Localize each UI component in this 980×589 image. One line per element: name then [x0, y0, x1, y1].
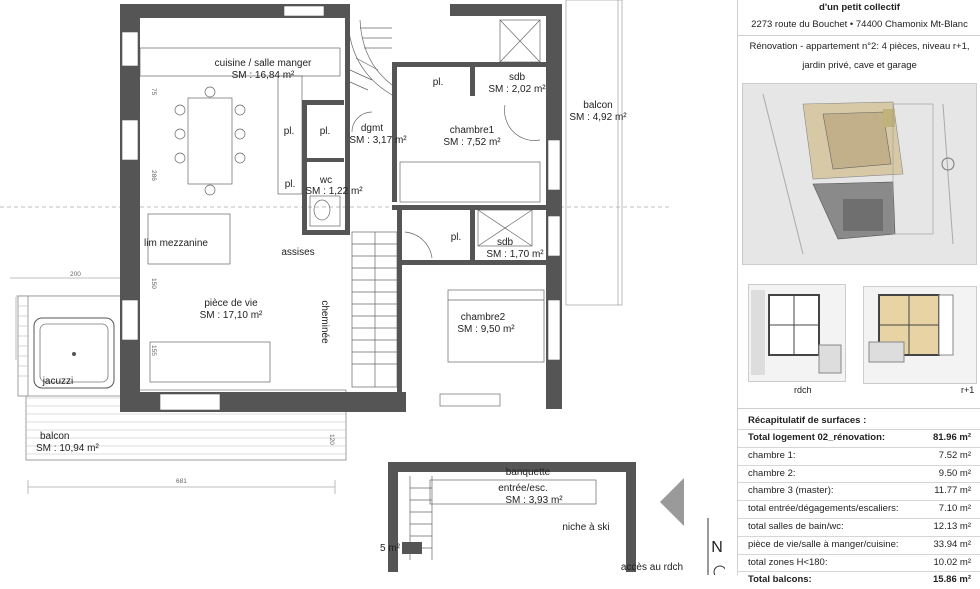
summary-row-label: Total logement 02_rénovation:: [748, 432, 886, 443]
summary-row: chambre 1: 7.52 m²: [738, 446, 980, 465]
header-line-4: jardin privé, cave et garage: [802, 60, 917, 71]
summary-row: chambre 2: 9.50 m²: [738, 464, 980, 483]
north-label: N: [711, 539, 723, 556]
summary-row-value: 10.02 m²: [933, 556, 972, 568]
site-plan-image: [742, 83, 977, 265]
header-line-3: Rénovation - appartement n°2: 4 pièces, …: [749, 41, 970, 52]
summary-row-label: total salles de bain/wc:: [748, 520, 844, 532]
area-wc: SM : 1,22 m²: [305, 186, 363, 197]
label-chambre2: chambre2: [461, 312, 506, 323]
area-sdb-2: SM : 1,70 m²: [486, 249, 544, 260]
area-chambre1: SM : 7,52 m²: [443, 137, 501, 148]
label-lim-mezzanine: lim mezzanine: [144, 238, 208, 249]
area-balcon-sud: SM : 10,94 m²: [36, 443, 99, 454]
dim-200: 200: [70, 271, 81, 278]
label-assises: assises: [281, 247, 314, 258]
summary-row-label: chambre 2:: [748, 467, 796, 479]
summary-row-value: 12.13 m²: [933, 520, 972, 532]
summary-title: Récapitulatif de surfaces :: [748, 415, 867, 426]
dim-155: 155: [150, 345, 157, 356]
area-balcon-est: SM : 4,92 m²: [569, 112, 627, 123]
label-pl-a: pl.: [284, 126, 295, 137]
summary-row-label: total zones H<180:: [748, 556, 828, 568]
floor-plan: cuisine / salle manger SM : 16,84 m² pl.…: [0, 0, 725, 575]
label-entree: entrée/esc.: [498, 483, 547, 494]
summary-row: Total logement 02_rénovation: 81.96 m²: [738, 429, 980, 447]
summary-row: total entrée/dégagements/escaliers: 7.10 …: [738, 500, 980, 518]
summary-row-value: 7.52 m²: [938, 449, 971, 461]
dim-286: 286: [150, 170, 157, 181]
summary-row-label: chambre 3 (master):: [748, 485, 834, 497]
label-cuisine: cuisine / salle manger: [215, 58, 312, 69]
summary-row: total zones H<180: 10.02 m²: [738, 553, 980, 572]
dim-150: 150: [150, 278, 157, 289]
label-area-fragment: 5 m²: [380, 543, 401, 554]
label-pl-1: pl.: [433, 77, 444, 88]
dim-681: 681: [176, 478, 187, 485]
summary-row-value: 81.96 m²: [932, 432, 971, 443]
summary-row-value: 9.50 m²: [938, 467, 971, 479]
info-panel: d'un petit collectif 2273 route du Bouch…: [737, 0, 980, 585]
label-wc: wc: [319, 175, 332, 186]
header-line-2: 2273 route du Bouchet • 74400 Chamonix M…: [751, 19, 968, 30]
thumbnail-r1: [863, 286, 977, 384]
label-sdb-2: sdb: [497, 237, 514, 248]
area-piece-de-vie: SM : 17,10 m²: [200, 310, 263, 321]
label-pl-d: pl.: [451, 232, 462, 243]
label-balcon-est: balcon: [583, 100, 612, 111]
dim-75: 75: [150, 88, 157, 96]
summary-row-label: chambre 1:: [748, 449, 796, 461]
area-entree: SM : 3,93 m²: [505, 495, 563, 506]
label-chambre1: chambre1: [450, 125, 495, 136]
surface-summary: Récapitulatif de surfaces : Total logeme…: [738, 408, 980, 589]
area-sdb-1: SM : 2,02 m²: [488, 84, 546, 95]
label-cheminee: cheminée: [319, 300, 330, 344]
label-pl-b: pl.: [320, 126, 331, 137]
area-cuisine: SM : 16,84 m²: [232, 70, 295, 81]
summary-row-value: 11.77 m²: [934, 485, 971, 497]
summary-row-value: 33.94 m²: [933, 538, 972, 550]
label-pl-c: pl.: [285, 179, 296, 190]
area-dgmt: SM : 3,17 m²: [349, 135, 407, 146]
summary-row: pièce de vie/salle à manger/cuisine: 33.9…: [738, 535, 980, 554]
summary-row-value: 7.10 m²: [938, 503, 971, 515]
area-chambre2: SM : 9,50 m²: [457, 324, 515, 335]
label-piece-de-vie: pièce de vie: [204, 298, 258, 309]
thumbnail-rdch-label: rdch: [794, 385, 812, 395]
summary-row-label: pièce de vie/salle à manger/cuisine:: [748, 538, 899, 550]
dim-120: 120: [328, 434, 335, 445]
summary-row-label: total entrée/dégagements/escaliers:: [748, 503, 899, 515]
label-niche-a-ski: niche à ski: [562, 522, 609, 533]
header-line-1: d'un petit collectif: [819, 2, 900, 13]
label-acces-rdch: accès au rdch: [621, 562, 683, 573]
label-sdb-1: sdb: [509, 72, 526, 83]
label-jacuzzi: jacuzzi: [42, 376, 74, 387]
thumbnail-rdch: [748, 284, 846, 382]
summary-row: Total balcons:15.86 m²: [738, 571, 980, 589]
summary-row: chambre 3 (master): 11.77 m²: [738, 482, 980, 500]
summary-row: total salles de bain/wc: 12.13 m²: [738, 517, 980, 536]
label-balcon-sud: balcon: [40, 431, 69, 442]
label-dgmt: dgmt: [361, 123, 383, 134]
label-banquette: banquette: [506, 467, 551, 478]
thumbnail-r1-label: r+1: [961, 385, 975, 395]
